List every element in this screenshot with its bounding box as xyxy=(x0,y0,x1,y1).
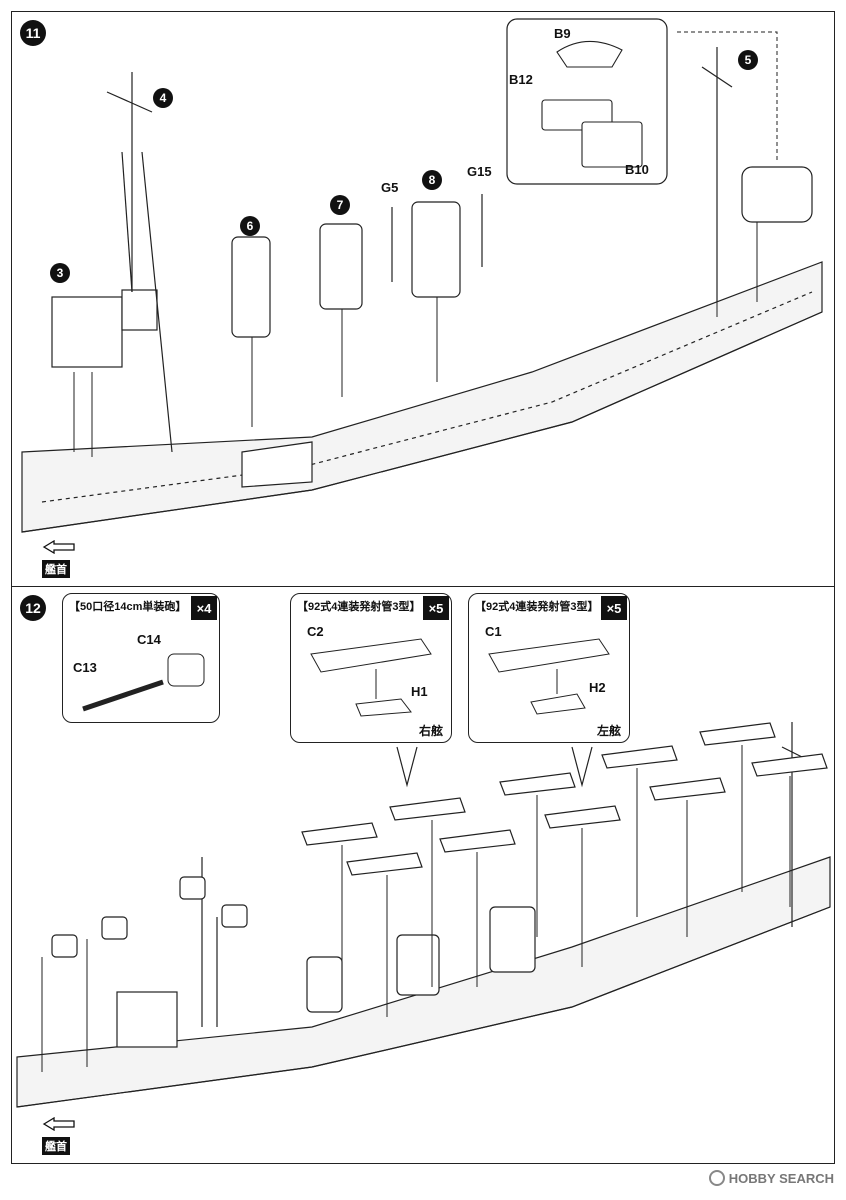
bow-direction-indicator: 艦首 xyxy=(42,1116,82,1155)
torpedo-subassembly-title: 【92式4連装発射管3型】 xyxy=(475,601,599,613)
side-label-port: 左舷 xyxy=(597,724,622,738)
part-number-6: 6 xyxy=(240,216,260,236)
part-label-b9: B9 xyxy=(554,26,571,41)
part-label-h2: H2 xyxy=(589,680,606,695)
bow-direction-indicator: 艦首 xyxy=(42,539,82,578)
hobby-search-logo-icon xyxy=(708,1170,725,1186)
torpedo-tube-starboard-box: 【92式4連装発射管3型】 ×5 C2 H1 右舷 xyxy=(290,593,452,743)
step-11-illustration xyxy=(21,18,823,533)
part-label-g5: G5 xyxy=(381,180,399,195)
quantity-multiplier: ×4 xyxy=(191,596,217,620)
part-label-c1: C1 xyxy=(485,624,502,639)
part-label-c14: C14 xyxy=(137,632,161,647)
step-12-illustration xyxy=(16,722,831,1108)
part-number-8: 8 xyxy=(422,170,442,190)
part-label-c2: C2 xyxy=(307,624,324,639)
watermark: HOBBY SEARCH xyxy=(708,1170,834,1186)
part-label-g15: G15 xyxy=(467,164,492,179)
quantity-multiplier: ×5 xyxy=(423,596,449,620)
gun-part-drawing xyxy=(82,653,205,712)
side-label-starboard: 右舷 xyxy=(419,724,444,738)
gun-subassembly-box: 【50口径14cm単装砲】 ×4 C14 C13 xyxy=(62,593,220,723)
part-number-5: 5 xyxy=(738,50,758,70)
step-number-badge: 11 xyxy=(20,20,46,46)
step-number-badge: 12 xyxy=(20,595,46,621)
part-label-c13: C13 xyxy=(73,660,97,675)
torpedo-part-drawing xyxy=(310,638,432,717)
bow-label: 艦首 xyxy=(42,1137,70,1155)
part-label-b10: B10 xyxy=(625,162,649,177)
step-11-panel: 11 xyxy=(11,11,835,587)
part-label-b12: B12 xyxy=(509,72,533,87)
torpedo-part-drawing xyxy=(488,638,610,715)
step-12-panel: 12 【50口径14cm単装砲】 ×4 C14 C13 【92式4連装発射管3型… xyxy=(11,586,835,1164)
bow-arrow-icon xyxy=(42,1116,75,1132)
bow-label: 艦首 xyxy=(42,560,70,578)
part-label-h1: H1 xyxy=(411,684,428,699)
gun-subassembly-title: 【50口径14cm単装砲】 xyxy=(69,601,187,613)
part-number-3: 3 xyxy=(50,263,70,283)
torpedo-subassembly-title: 【92式4連装発射管3型】 xyxy=(297,601,421,613)
part-number-7: 7 xyxy=(330,195,350,215)
torpedo-tube-port-box: 【92式4連装発射管3型】 ×5 C1 H2 左舷 xyxy=(468,593,630,743)
bow-arrow-icon xyxy=(42,539,75,555)
quantity-multiplier: ×5 xyxy=(601,596,627,620)
watermark-text: HOBBY SEARCH xyxy=(728,1170,834,1186)
part-number-4: 4 xyxy=(153,88,173,108)
